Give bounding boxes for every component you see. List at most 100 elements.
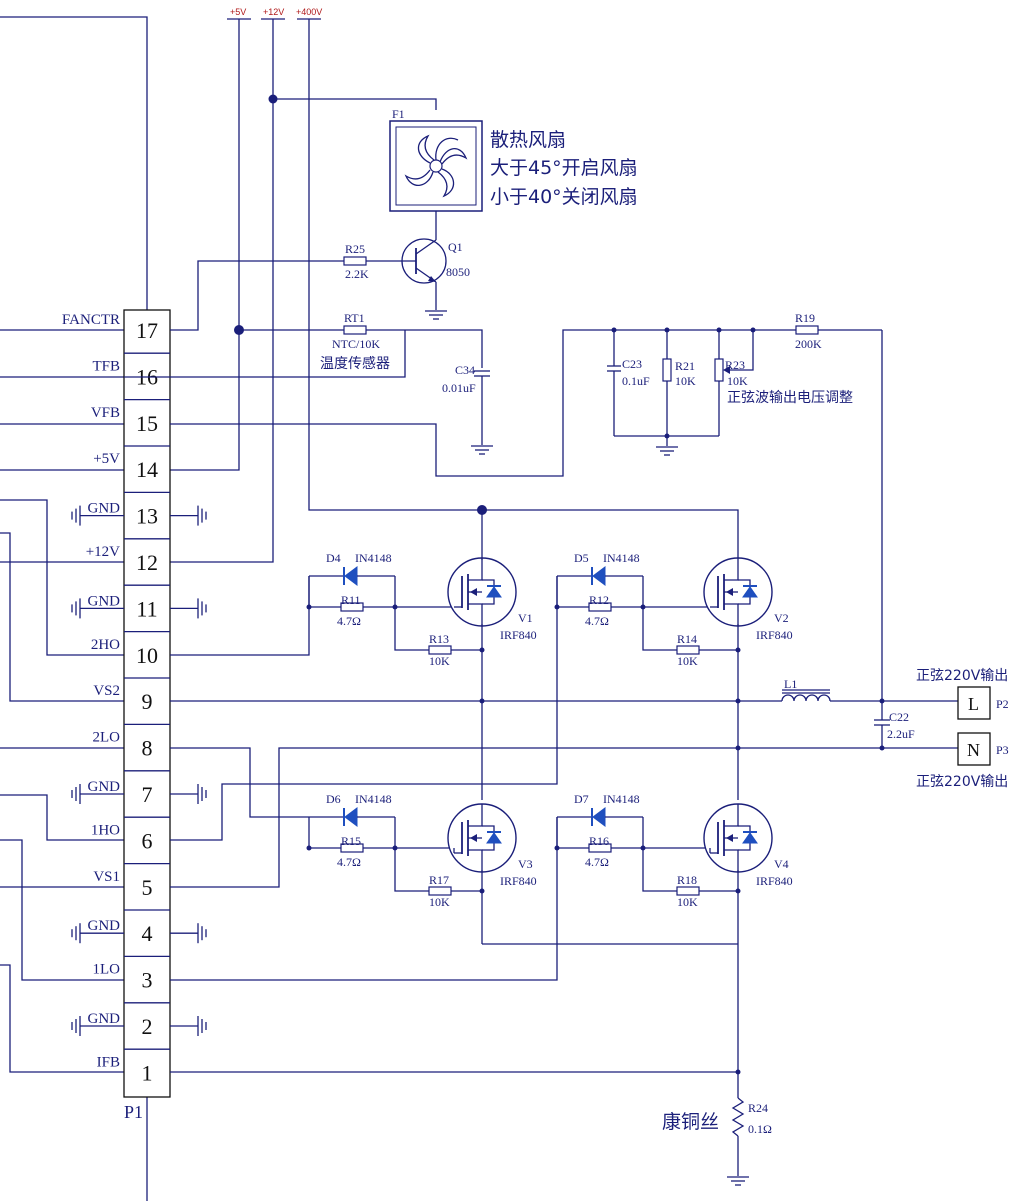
p2-term: L bbox=[968, 694, 979, 714]
q1-transistor: Q1 8050 bbox=[395, 236, 470, 310]
ground-symbol bbox=[170, 1016, 207, 1036]
r25-ref: R25 bbox=[345, 242, 365, 256]
pin-label: GND bbox=[88, 779, 121, 795]
c34-ref: C34 bbox=[455, 363, 475, 377]
pin-number: 11 bbox=[136, 596, 157, 621]
fan-block: F1 散热风扇 大于45°开启风扇 小于40°关闭风扇 Q1 8050 bbox=[170, 94, 638, 331]
mosfet-symbol bbox=[703, 557, 773, 627]
resistor-ref: R18 bbox=[677, 873, 697, 887]
mosfet-symbol bbox=[703, 803, 773, 873]
pin-number: 10 bbox=[136, 643, 158, 668]
p2-ref: P2 bbox=[996, 697, 1009, 711]
connector-p1: 17FANCTR16TFB15VFB14+5V13GND12+12V11GND1… bbox=[62, 309, 171, 1122]
pin-number: 2 bbox=[142, 1014, 153, 1039]
pin-label: FANCTR bbox=[62, 312, 120, 328]
pin-label: +5V bbox=[93, 451, 120, 467]
pin-number: 5 bbox=[142, 875, 153, 900]
pin-label: 2HO bbox=[91, 637, 120, 653]
voltage-feedback-block: C23 0.1uF R21 10K R23 10K 正弦波输出电压调整 R19 … bbox=[170, 311, 883, 701]
fan-note-3: 小于40°关闭风扇 bbox=[490, 186, 638, 208]
pin-number: 4 bbox=[142, 921, 153, 946]
pin-number: 13 bbox=[136, 504, 158, 529]
resistor-value: 10K bbox=[677, 895, 698, 909]
pin-label: 1HO bbox=[91, 822, 120, 838]
output-filter: L1 C22 2.2uF bbox=[781, 677, 958, 751]
diode-part: IN4148 bbox=[603, 792, 640, 806]
pin-number: 12 bbox=[136, 550, 158, 575]
l1-ref: L1 bbox=[784, 677, 797, 691]
diode-symbol bbox=[344, 807, 358, 827]
pin-label: VS2 bbox=[93, 683, 120, 699]
ground-symbol bbox=[71, 1016, 124, 1036]
q1-ground-symbol bbox=[425, 310, 447, 320]
r24-desc: 康铜丝 bbox=[662, 1111, 719, 1133]
temp-sense-block: RT1 NTC/10K 温度传感器 C34 0.01uF bbox=[124, 311, 493, 455]
mosfet-part: IRF840 bbox=[756, 874, 793, 888]
diode-ref: D7 bbox=[574, 792, 589, 806]
resistor-value: 10K bbox=[429, 895, 450, 909]
fan-note-2: 大于45°开启风扇 bbox=[490, 157, 638, 179]
pin-label: IFB bbox=[97, 1054, 120, 1070]
resistor-value: 10K bbox=[677, 654, 698, 668]
c23-ref: C23 bbox=[622, 357, 642, 371]
c22-ref: C22 bbox=[889, 710, 909, 724]
p3-term: N bbox=[967, 740, 980, 760]
pin-label: 2LO bbox=[93, 730, 121, 746]
resistor bbox=[676, 886, 700, 896]
r24-value: 0.1Ω bbox=[748, 1122, 772, 1136]
pin-label: GND bbox=[88, 1011, 121, 1027]
resistor-value: 4.7Ω bbox=[585, 614, 609, 628]
pin-label: 1LO bbox=[93, 962, 121, 978]
p2-desc: 正弦220V输出 bbox=[916, 668, 1008, 684]
resistor-value: 10K bbox=[429, 654, 450, 668]
fan-ref: F1 bbox=[392, 107, 405, 121]
resistor-ref: R17 bbox=[429, 873, 449, 887]
r23-ref: R23 bbox=[725, 358, 745, 372]
rail-12v-label: +12V bbox=[263, 7, 284, 17]
resistor-ref: R11 bbox=[341, 593, 361, 607]
r24-ref: R24 bbox=[748, 1101, 768, 1115]
resistor-value: 4.7Ω bbox=[585, 855, 609, 869]
resistor-value: 4.7Ω bbox=[337, 855, 361, 869]
rt1-desc: 温度传感器 bbox=[320, 355, 390, 372]
ground-symbol bbox=[170, 598, 207, 619]
mosfet-symbol bbox=[447, 557, 517, 627]
r23-value: 10K bbox=[727, 374, 748, 388]
resistor-ref: R14 bbox=[677, 632, 697, 646]
q1-ref: Q1 bbox=[448, 240, 463, 254]
r21-ref: R21 bbox=[675, 359, 695, 373]
resistor-value: 4.7Ω bbox=[337, 614, 361, 628]
mosfet-ref: V4 bbox=[774, 857, 789, 871]
diode-ref: D4 bbox=[326, 551, 341, 565]
r21-value: 10K bbox=[675, 374, 696, 388]
fan-box bbox=[389, 120, 483, 212]
q1-part: 8050 bbox=[446, 265, 470, 279]
diode-symbol bbox=[344, 566, 358, 586]
pin-number: 6 bbox=[142, 828, 153, 853]
diode-symbol bbox=[592, 807, 606, 827]
pin-label: GND bbox=[88, 593, 121, 609]
ground-symbol bbox=[170, 784, 207, 804]
ground-symbol bbox=[170, 505, 207, 526]
pin-number: 17 bbox=[136, 318, 158, 343]
output-terminal-p3: N P3 正弦220V输出 bbox=[916, 732, 1009, 790]
rt1-value: NTC/10K bbox=[332, 337, 380, 351]
pin-number: 8 bbox=[142, 736, 153, 761]
ground-symbol bbox=[71, 505, 124, 526]
output-terminal-p2: 正弦220V输出 L P2 bbox=[916, 668, 1009, 720]
mosfet-part: IRF840 bbox=[500, 874, 537, 888]
pin-label: GND bbox=[88, 918, 121, 934]
ground-symbol bbox=[71, 784, 124, 804]
diode-part: IN4148 bbox=[603, 551, 640, 565]
pin-number: 7 bbox=[142, 782, 153, 807]
fan-note-1: 散热风扇 bbox=[490, 129, 566, 151]
resistor-ref: R13 bbox=[429, 632, 449, 646]
diode-ref: D5 bbox=[574, 551, 589, 565]
pin-number: 1 bbox=[142, 1060, 153, 1085]
diode-symbol bbox=[592, 566, 606, 586]
ground-symbol bbox=[71, 923, 124, 944]
left-bus-wires bbox=[0, 16, 148, 1201]
